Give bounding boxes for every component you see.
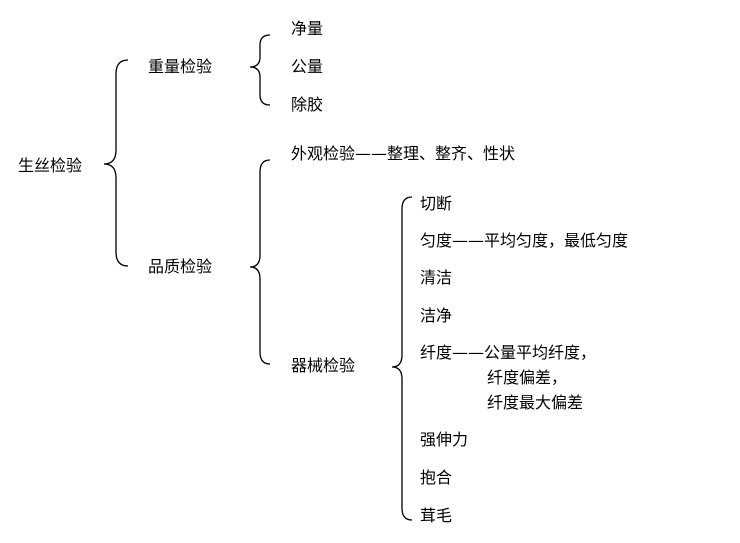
machine-item: 洁净	[420, 306, 453, 325]
appearance-inspection-label: 外观检验——整理、整齐、性状	[291, 144, 516, 163]
machine-item: 茸毛	[420, 506, 453, 525]
machine-item: 清洁	[420, 268, 453, 287]
weight-item: 净量	[291, 19, 324, 38]
fineness-line: 纤度最大偏差	[487, 393, 584, 412]
root-brace	[103, 59, 129, 267]
quality-brace	[249, 159, 271, 365]
machine-item: 强伸力	[420, 430, 469, 449]
machine-inspection-label: 器械检验	[291, 356, 356, 375]
weight-inspection-label: 重量检验	[148, 57, 213, 76]
weight-item: 除胶	[291, 95, 324, 114]
machine-item: 匀度——平均匀度，最低匀度	[420, 231, 629, 250]
quality-inspection-label: 品质检验	[148, 257, 213, 276]
machine-brace	[391, 196, 413, 521]
weight-item: 公量	[291, 57, 324, 76]
root-label: 生丝检验	[18, 156, 83, 175]
machine-item: 抱合	[420, 468, 453, 487]
weight-brace	[249, 34, 271, 106]
fineness-line: 纤度——公量平均纤度，	[420, 343, 597, 362]
fineness-line: 纤度偏差，	[487, 368, 568, 387]
machine-item: 切断	[420, 194, 453, 213]
